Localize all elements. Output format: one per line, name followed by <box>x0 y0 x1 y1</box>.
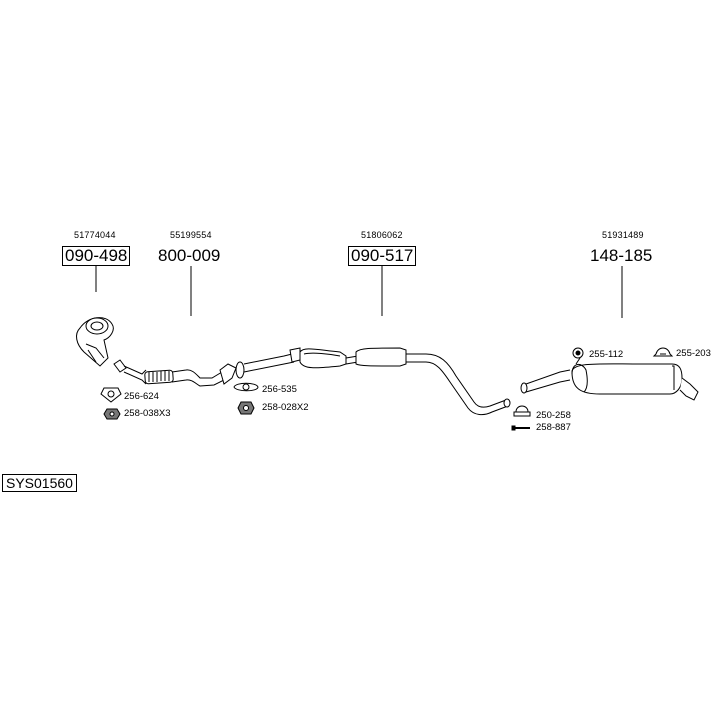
part-number-148-185[interactable]: 148-185 <box>590 246 653 265</box>
system-code-label: SYS01560 <box>2 474 77 492</box>
accessory-258-028x2[interactable]: 258-028X2 <box>262 402 309 413</box>
accessory-clamp-250-258[interactable] <box>514 406 530 416</box>
accessory-255-203[interactable]: 255-203 <box>676 348 711 359</box>
flex-pipe-drawing[interactable] <box>114 360 244 386</box>
accessory-256-624[interactable]: 256-624 <box>124 391 159 402</box>
part-number-800-009[interactable]: 800-009 <box>158 246 221 265</box>
accessory-bolt-258-887[interactable] <box>512 426 530 430</box>
front-downpipe-drawing[interactable] <box>77 318 114 366</box>
accessory-hanger-255-203[interactable] <box>654 348 672 356</box>
accessory-gasket-256-624[interactable] <box>101 388 121 402</box>
accessory-gasket-256-535[interactable] <box>234 383 258 391</box>
part-number-090-517[interactable]: 090-517 <box>348 246 417 266</box>
accessory-250-258[interactable]: 250-258 <box>536 410 571 421</box>
oe-number-2: 55199554 <box>170 230 212 240</box>
accessory-rubber-mount-255-112[interactable] <box>573 348 583 358</box>
accessory-nut-258-038x3[interactable] <box>104 409 120 419</box>
accessory-258-038x3[interactable]: 258-038X3 <box>124 408 171 419</box>
accessory-255-112[interactable]: 255-112 <box>589 349 624 360</box>
accessory-256-535[interactable]: 256-535 <box>262 384 297 395</box>
accessory-258-887[interactable]: 258-887 <box>536 422 571 433</box>
part-number-090-498[interactable]: 090-498 <box>62 246 131 266</box>
catalytic-converter-drawing[interactable] <box>244 348 510 415</box>
leader-lines <box>96 266 622 318</box>
oe-number-4: 51931489 <box>602 230 644 240</box>
rear-silencer-drawing[interactable] <box>521 358 698 400</box>
oe-number-1: 51774044 <box>74 230 116 240</box>
oe-number-3: 51806062 <box>361 230 403 240</box>
accessory-nut-258-028x2[interactable] <box>238 402 254 414</box>
